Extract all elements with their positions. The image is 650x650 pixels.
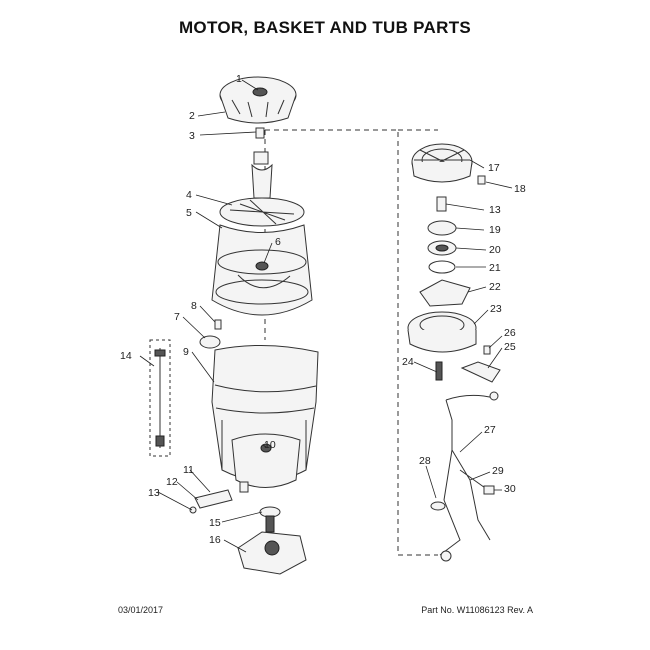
callout-16: 16 [209,534,221,546]
callout-21: 21 [489,262,501,274]
drain-valve-part [189,481,249,514]
stator-bolt-part [435,361,443,381]
washer-part [214,319,222,330]
callout-12: 12 [166,476,178,488]
callout-26: 26 [504,327,516,339]
callout-labels: 1 2 3 4 5 6 7 8 9 10 11 12 13 14 15 16 1… [120,73,526,546]
callout-6: 6 [275,236,281,248]
callout-13b: 13 [489,204,501,216]
nut-part [477,175,486,185]
callout-9: 9 [183,346,189,358]
callout-25: 25 [504,341,516,353]
callout-10: 10 [264,439,276,451]
callout-29: 29 [492,465,504,477]
callout-7: 7 [174,311,180,323]
callout-5: 5 [186,207,192,219]
callout-23: 23 [490,303,502,315]
callout-14: 14 [120,350,132,362]
callout-1: 1 [236,73,242,85]
callout-13a: 13 [148,487,160,499]
callout-18: 18 [514,183,526,195]
footer-part-number: Part No. W11086123 Rev. A [421,605,533,615]
callout-11: 11 [183,464,194,476]
callout-24: 24 [402,356,414,368]
bearing-stack-part [427,196,457,274]
wire-harness-part [430,391,499,562]
callout-20: 20 [489,244,501,256]
callout-8: 8 [191,300,197,312]
callout-28: 28 [419,455,431,467]
suspension-rod-part [149,339,171,457]
callout-27: 27 [484,424,496,436]
bracket-part [419,279,471,307]
seal-part [199,335,221,349]
callout-22: 22 [489,281,501,293]
bolt-part [255,127,265,139]
callout-17: 17 [488,162,500,174]
callout-19: 19 [489,224,501,236]
basket-part [211,224,313,316]
callout-3: 3 [189,130,195,142]
clip-part [460,345,501,383]
callout-4: 4 [186,189,192,201]
page-title: MOTOR, BASKET AND TUB PARTS [178,18,472,37]
callout-15: 15 [209,517,221,529]
rotor-part [411,143,473,183]
shaft-part [259,506,281,533]
leader-lines [139,79,513,553]
callout-30: 30 [504,483,516,495]
callout-2: 2 [189,110,195,122]
mounting-plate-part [237,531,307,575]
stator-part [407,311,477,353]
agitator-part [219,151,305,227]
tub-part [211,344,319,488]
footer-date: 03/01/2017 [118,605,164,615]
basket-cap-part [219,76,297,124]
